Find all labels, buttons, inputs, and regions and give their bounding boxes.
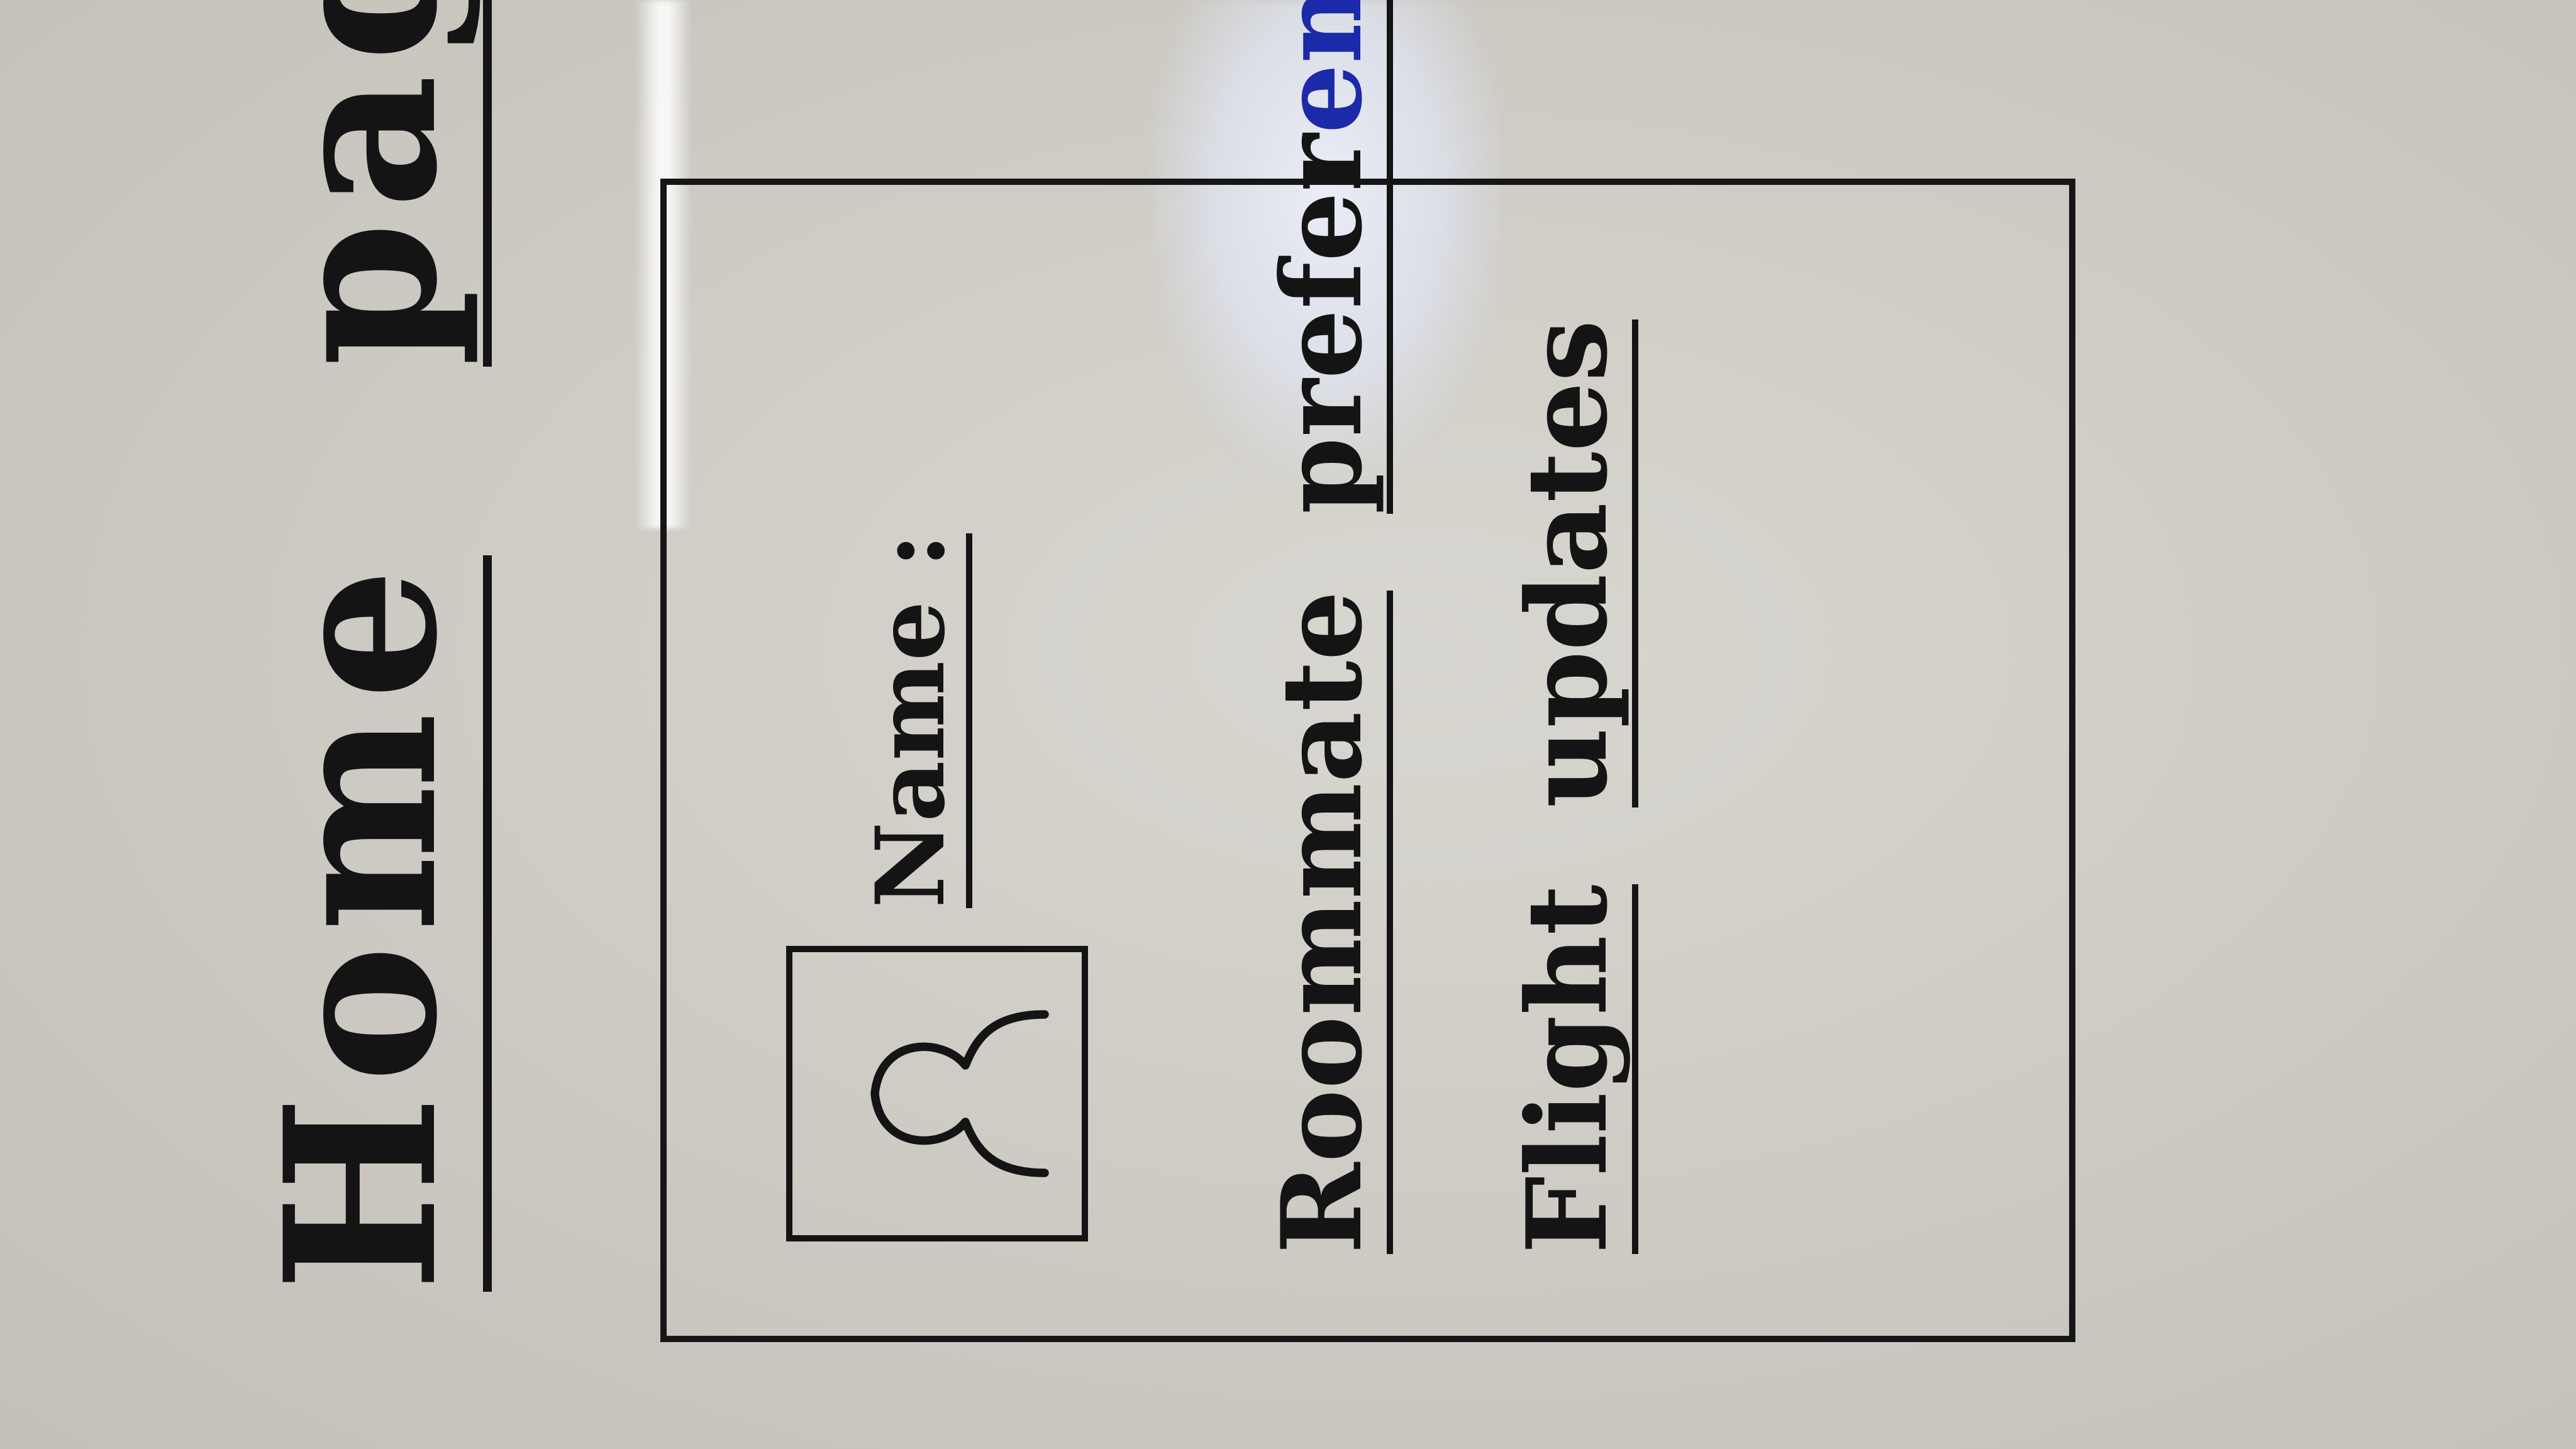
flight-word: Flight: [1503, 884, 1638, 1254]
title-page: page: [239, 0, 492, 367]
preference-word-part1: prefer: [1258, 133, 1387, 514]
preference-word-part2: ence: [1258, 0, 1387, 134]
avatar[interactable]: [786, 946, 1088, 1241]
roommate-preference-link[interactable]: Roommate preference: [1258, 0, 1393, 1254]
roommate-word: Roommate: [1258, 591, 1393, 1254]
updates-word: updates: [1503, 319, 1638, 808]
title-home: Home: [239, 555, 492, 1292]
name-label: Name :: [855, 533, 972, 908]
light-glare: [1151, 0, 1503, 478]
flight-updates-link[interactable]: Flight updates: [1503, 319, 1638, 1254]
page-title: Home page: [239, 0, 492, 1292]
edge-glare: [635, 0, 692, 528]
user-silhouette-icon: [870, 1010, 1049, 1177]
